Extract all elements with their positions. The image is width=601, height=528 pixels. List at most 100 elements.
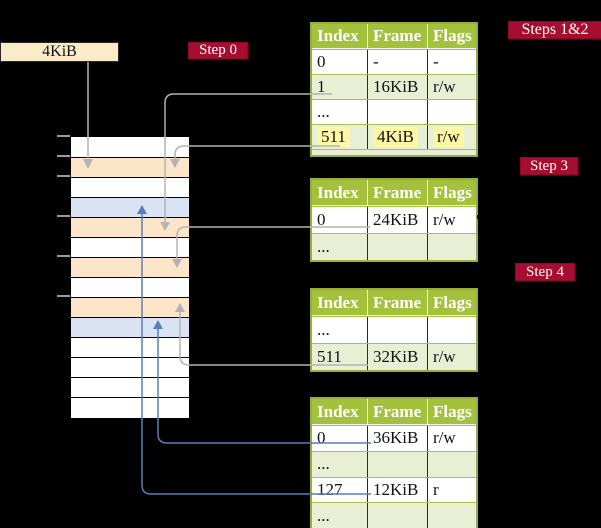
- table-cell: r: [433, 479, 439, 499]
- memory-frame-row-white: [71, 377, 189, 397]
- table-cell: 0: [312, 426, 368, 451]
- table-header-cell: Flags: [433, 401, 472, 421]
- memory-tick: [57, 215, 70, 217]
- table-cell: [368, 451, 428, 477]
- memory-frame-row-peach: [71, 257, 189, 277]
- table-cell: ...: [312, 503, 368, 528]
- step3-badge: Step 3: [520, 157, 578, 175]
- table-header-cell: Flags: [433, 292, 472, 312]
- table-header-cell: Index: [312, 24, 368, 48]
- table-cell: 511: [312, 125, 368, 149]
- memory-frame-row-white: [71, 397, 189, 417]
- memory-frame-row-blue: [71, 317, 189, 337]
- step0-badge: Step 0: [188, 42, 248, 59]
- highlighted-value: 511: [317, 127, 350, 147]
- steps12-badge: Steps 1&2: [508, 21, 601, 39]
- page-size-box: 4KiB: [0, 42, 119, 62]
- memory-tick: [57, 255, 70, 257]
- table-cell: 24KiB: [368, 207, 428, 233]
- table-cell: [368, 503, 428, 528]
- highlighted-value: 4KiB: [373, 127, 418, 147]
- table-header-cell: Frame: [368, 399, 428, 424]
- table-cell: 511: [312, 344, 368, 370]
- highlighted-value: r/w: [433, 127, 464, 147]
- table-header-cell: Flags: [433, 182, 472, 202]
- table-cell: -: [433, 52, 439, 71]
- physical-memory-column: [70, 136, 190, 419]
- table-cell: r/w: [433, 428, 456, 448]
- table-partial-row: [312, 149, 476, 155]
- table-cell: 4KiB: [368, 125, 428, 149]
- black-arrow-tip-t1: [478, 133, 484, 137]
- memory-frame-row-white: [71, 237, 189, 257]
- memory-frame-row-peach: [71, 217, 189, 237]
- memory-frame-row-white: [71, 337, 189, 357]
- table-cell: [368, 234, 428, 260]
- table-cell: r/w: [433, 77, 456, 96]
- memory-frame-row-white: [71, 177, 189, 197]
- memory-frame-row-white: [71, 357, 189, 377]
- memory-tick: [57, 175, 70, 177]
- memory-frame-row-peach: [71, 297, 189, 317]
- table-header-cell: Index: [312, 180, 368, 205]
- table-cell: [428, 234, 476, 260]
- table-cell: 0: [312, 50, 368, 74]
- table-header-cell: Index: [312, 290, 368, 315]
- table-cell: 1: [312, 75, 368, 99]
- table-row: 0--: [312, 49, 476, 74]
- table-row: ...: [312, 316, 476, 343]
- table-cell: 127: [312, 477, 368, 503]
- table-cell: r/w: [433, 347, 456, 366]
- table-header-cell: Frame: [368, 24, 428, 48]
- table-cell: [428, 317, 476, 343]
- table-cell: ...: [312, 100, 368, 124]
- table-cell: ...: [312, 317, 368, 343]
- page-size-label: 4KiB: [42, 43, 77, 60]
- table-cell: 32KiB: [368, 344, 428, 370]
- memory-frame-row-white: [71, 277, 189, 297]
- table-header-cell: Index: [312, 399, 368, 424]
- table-row: ...: [312, 99, 476, 124]
- table-row: ...: [312, 233, 476, 260]
- step4-badge: Step 4: [515, 263, 575, 281]
- table-cell: 36KiB: [368, 426, 428, 451]
- table-cell: -: [368, 50, 428, 74]
- table-cell: ...: [312, 451, 368, 477]
- table-row: ...: [312, 502, 476, 528]
- memory-tick: [57, 135, 70, 137]
- table-header-cell: Frame: [368, 290, 428, 315]
- table-header-cell: Frame: [368, 180, 428, 205]
- table-cell: 0: [312, 207, 368, 233]
- table-cell: r/w: [428, 125, 476, 149]
- table-cell: 16KiB: [368, 75, 428, 99]
- memory-frame-row-white: [71, 137, 189, 157]
- table-cell: [368, 100, 428, 124]
- memory-tick: [57, 155, 70, 157]
- memory-frame-row-peach: [71, 157, 189, 177]
- table-cell: [428, 503, 476, 528]
- table-cell: [368, 317, 428, 343]
- table-row: 511 4KiB r/w: [312, 124, 476, 149]
- memory-tick: [57, 295, 70, 297]
- table-cell: 12KiB: [368, 477, 428, 503]
- table-header-cell: Flags: [433, 26, 472, 45]
- table-cell: ...: [312, 234, 368, 260]
- memory-frame-row-blue: [71, 197, 189, 217]
- table-cell: [428, 452, 476, 477]
- table-row: ...: [312, 450, 476, 477]
- table-cell: r/w: [433, 210, 456, 229]
